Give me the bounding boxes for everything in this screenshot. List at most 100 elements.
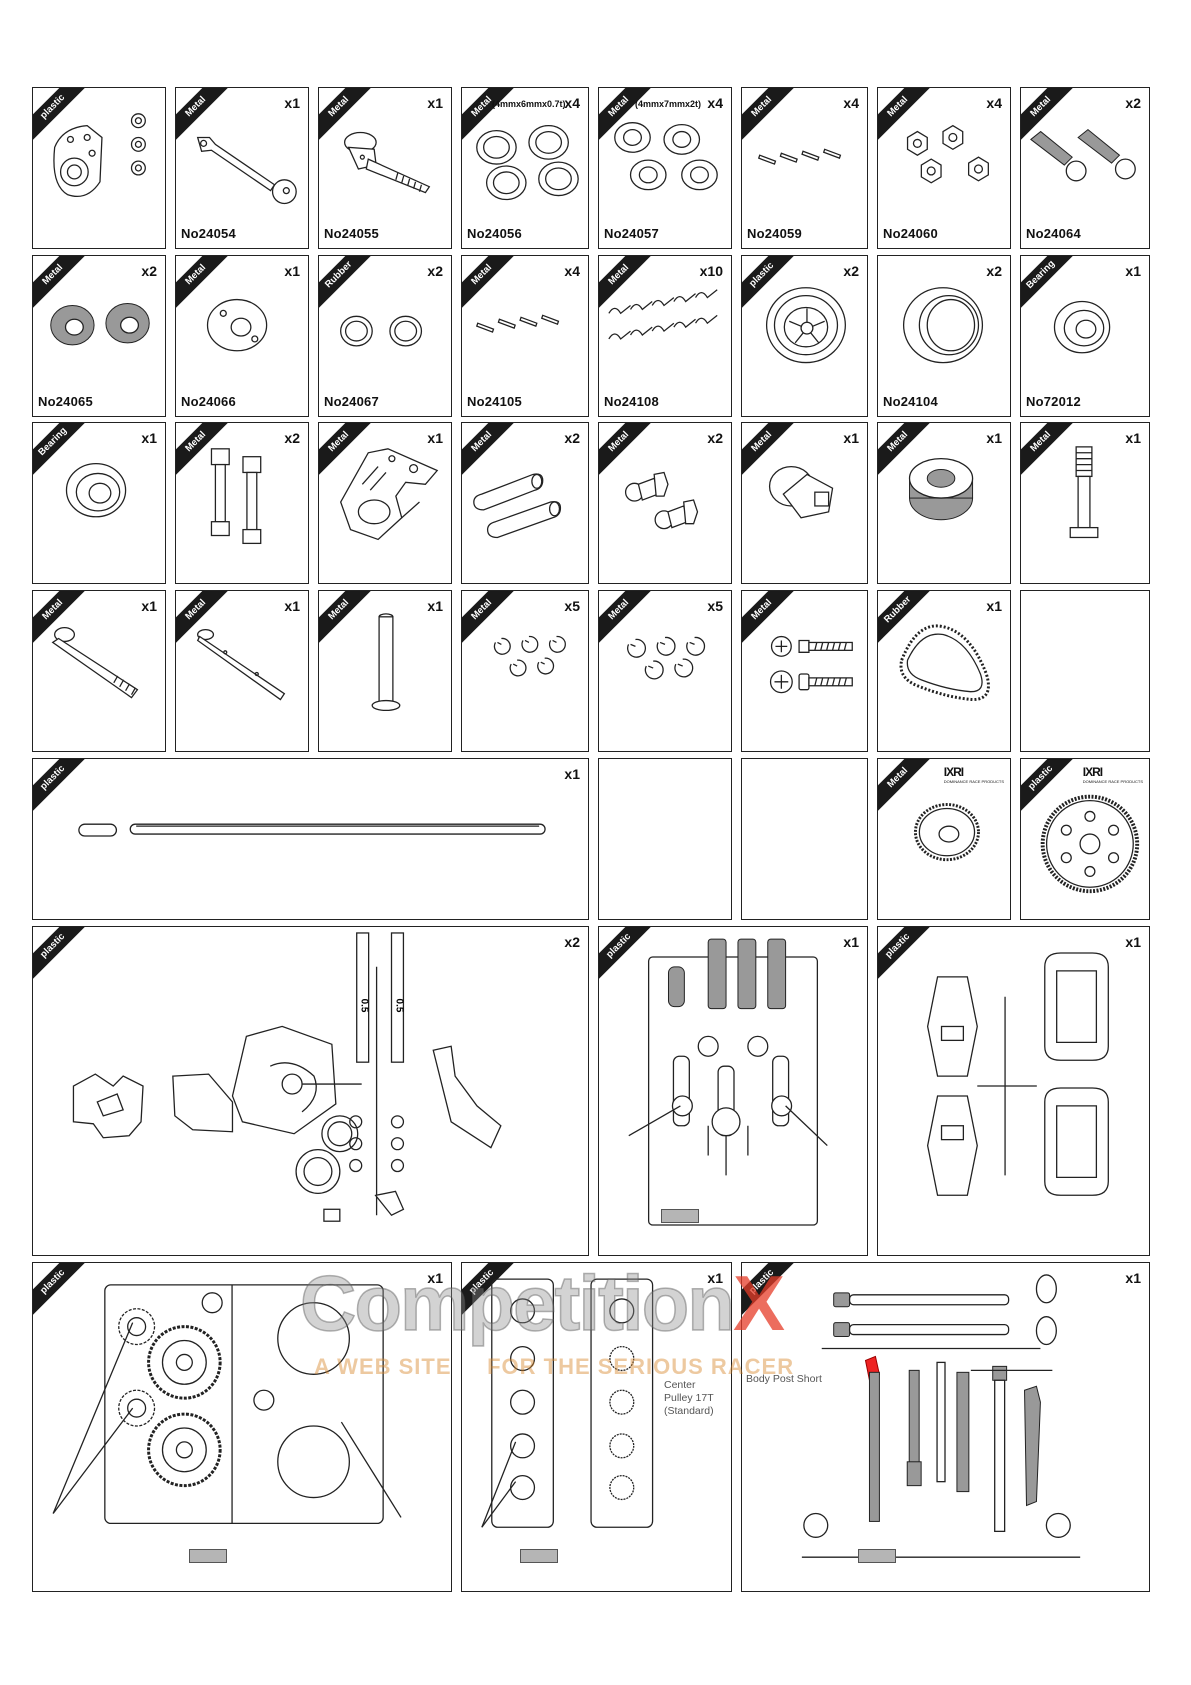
long-tube-illustration bbox=[78, 823, 546, 837]
part-cell-No24059: Metal x4 No24059 bbox=[741, 87, 868, 249]
quantity: x5 bbox=[564, 598, 580, 614]
empty-cell bbox=[1020, 590, 1150, 752]
part-number: No24059 bbox=[747, 226, 802, 241]
part-number: No24067 bbox=[324, 394, 379, 409]
quantity: x1 bbox=[427, 1270, 443, 1286]
part-cell-belt: Rubber x1 bbox=[877, 590, 1011, 752]
pinion-gear-illustration bbox=[913, 803, 980, 862]
tire-illustration bbox=[902, 287, 984, 364]
plastic-mount-illustration bbox=[53, 113, 146, 198]
quantity: x1 bbox=[843, 934, 859, 950]
wheel-illustration bbox=[765, 287, 846, 364]
part-cell-sprue-pulleys: plastic x1 bbox=[32, 1262, 452, 1592]
part-cell-No24056: Metal (4mmx6mmx0.7t) x4 No24056 bbox=[461, 87, 589, 249]
part-cell-stub-axle: Metal x1 bbox=[32, 590, 166, 752]
part-cell-posts: Metal x2 bbox=[175, 422, 309, 584]
quantity: x4 bbox=[564, 95, 580, 111]
quantity: x4 bbox=[843, 95, 859, 111]
part-number: No24060 bbox=[883, 226, 938, 241]
flanged-bearing-illustration bbox=[65, 462, 127, 518]
part-cell-No24064: Metal x2 No24064 bbox=[1020, 87, 1150, 249]
body-post-note: Body Post Short bbox=[746, 1373, 822, 1385]
quantity: x1 bbox=[427, 430, 443, 446]
part-number: No24055 bbox=[324, 226, 379, 241]
quantity: x1 bbox=[986, 598, 1002, 614]
empty-cell bbox=[598, 758, 732, 920]
shoulder-screw-illustration bbox=[1069, 446, 1099, 539]
part-cell-No24104: x2 No24104 bbox=[877, 255, 1011, 417]
part-cell-No24065: Metal x2 No24065 bbox=[32, 255, 166, 417]
center-pulley-note: Center Pulley 17T (Standard) bbox=[664, 1379, 714, 1417]
spacers-illustration bbox=[614, 122, 718, 191]
spur-gear-illustration bbox=[1040, 794, 1140, 894]
colour-chip bbox=[661, 1209, 699, 1223]
quantity: x2 bbox=[564, 934, 580, 950]
quantity: x2 bbox=[986, 263, 1002, 279]
set-screws-illustration bbox=[50, 302, 150, 346]
o-rings-illustration bbox=[340, 315, 423, 347]
part-cell-e-clips-a: Metal x5 bbox=[461, 590, 589, 752]
gearbox-sprue-illustration: 0.5 0.5 bbox=[72, 932, 502, 1222]
ball-studs-illustration bbox=[1030, 128, 1136, 182]
size-spec: (4mmx6mmx0.7t) bbox=[492, 99, 566, 109]
colour-chip bbox=[189, 1549, 227, 1563]
quantity: x1 bbox=[1125, 934, 1141, 950]
long-pin-illustration bbox=[371, 613, 401, 712]
quantity: x1 bbox=[284, 598, 300, 614]
part-number: No24065 bbox=[38, 394, 93, 409]
quantity: x4 bbox=[707, 95, 723, 111]
part-number: No24056 bbox=[467, 226, 522, 241]
quantity: x2 bbox=[707, 430, 723, 446]
pulleys-sprue-illustration bbox=[52, 1284, 402, 1525]
part-number: No24105 bbox=[467, 394, 522, 409]
sprue-mark: 0.5 bbox=[359, 999, 370, 1013]
sprue-mark: 0.5 bbox=[393, 999, 404, 1013]
body-clips-illustration bbox=[608, 289, 718, 340]
links-sprue-illustration bbox=[628, 938, 828, 1226]
part-cell-sprue-body-posts: plastic x1 Body Post Short bbox=[741, 1262, 1150, 1592]
part-cell-No72012: Bearing x1 No72012 bbox=[1020, 255, 1150, 417]
quantity: x1 bbox=[1125, 263, 1141, 279]
part-cell-No24108: Metal x10 No24108 bbox=[598, 255, 732, 417]
part-cell-pulley-hub: Metal x1 bbox=[741, 422, 868, 584]
quantity: x1 bbox=[284, 263, 300, 279]
part-cell-wheel: plastic x2 bbox=[741, 255, 868, 417]
nuts-illustration bbox=[906, 124, 989, 184]
quantity: x1 bbox=[427, 598, 443, 614]
pins-illustration bbox=[475, 314, 560, 333]
quantity: x1 bbox=[284, 95, 300, 111]
screws-illustration bbox=[769, 635, 853, 694]
standoffs-illustration bbox=[473, 473, 562, 539]
bearing-illustration bbox=[1053, 300, 1111, 354]
part-cell-knurled-nut: Metal x1 bbox=[877, 422, 1011, 584]
part-cell-shoulder-screw: Metal x1 bbox=[1020, 422, 1150, 584]
part-cell-sprue-bumpers: plastic x1 bbox=[877, 926, 1150, 1256]
quantity: x1 bbox=[843, 430, 859, 446]
part-cell-sprue-links: plastic x1 bbox=[598, 926, 868, 1256]
part-cell-long-pin: Metal x1 bbox=[318, 590, 452, 752]
axle-illustration bbox=[343, 131, 431, 194]
brand-logo-text: IXRI bbox=[943, 765, 964, 779]
quantity: x1 bbox=[141, 430, 157, 446]
brand-logo-sub: DOMINANCE RACE PRODUCTS bbox=[1082, 779, 1143, 784]
stub-axle-illustration bbox=[51, 627, 139, 699]
shaft-illustration bbox=[196, 628, 286, 701]
center-pulley-sprue-illustration bbox=[481, 1278, 654, 1528]
part-cell-No24067: Rubber x2 No24067 bbox=[318, 255, 452, 417]
colour-chip bbox=[858, 1549, 896, 1563]
quantity: x2 bbox=[284, 430, 300, 446]
part-cell-sprue-center-pulley: plastic x1 Center Pulley 17T (Standard) bbox=[461, 1262, 732, 1592]
quantity: x1 bbox=[1125, 1270, 1141, 1286]
empty-cell bbox=[741, 758, 868, 920]
part-cell-No24055: Metal x1 No24055 bbox=[318, 87, 452, 249]
quantity: x4 bbox=[986, 95, 1002, 111]
part-cell-shaft: Metal x1 bbox=[175, 590, 309, 752]
part-cell-plastic-mount: plastic bbox=[32, 87, 166, 249]
pulley-hub-illustration bbox=[768, 465, 834, 519]
hex-posts-illustration bbox=[210, 448, 262, 545]
pins-illustration bbox=[757, 148, 842, 165]
part-cell-driveshaft-tube: plastic x1 bbox=[32, 758, 589, 920]
